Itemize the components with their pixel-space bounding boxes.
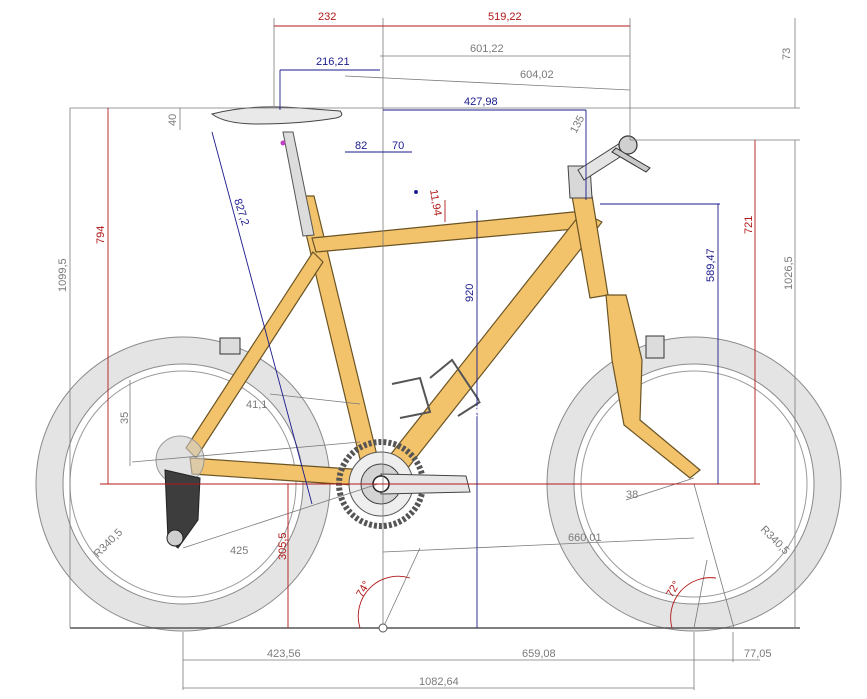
dim-659: 659,08 [522, 648, 556, 660]
bottle-cages [391, 358, 482, 419]
dim-216: 216,21 [316, 56, 350, 68]
dim-40: 40 [167, 114, 179, 126]
dim-38: 38 [626, 489, 638, 501]
dim-11: 11,94 [427, 188, 443, 216]
stem-handlebar [567, 135, 651, 199]
dimension-lines-gray [69, 18, 800, 690]
bb-ground-marker [378, 623, 388, 633]
dim-73: 73 [781, 48, 793, 60]
dim-305: 305,5 [277, 532, 289, 560]
dim-1099: 1099,5 [57, 258, 69, 292]
dim-589: 589,47 [705, 248, 717, 282]
fork [605, 294, 701, 479]
dim-70: 70 [392, 140, 404, 152]
dim-35: 35 [119, 412, 131, 424]
brakes [219, 335, 665, 359]
dim-232: 232 [318, 11, 336, 23]
dim-827: 827,2 [231, 197, 251, 227]
dim-604: 604,02 [520, 69, 554, 81]
dim-seat-angle: 74° [354, 579, 373, 599]
dim-427: 427,98 [464, 96, 498, 108]
rear-derailleur [155, 435, 205, 549]
dim-1026: 1026,5 [783, 256, 795, 290]
dim-794: 794 [95, 226, 107, 244]
top-tube [311, 210, 587, 253]
dimension-lines-red [100, 25, 760, 629]
dim-1082: 1082,64 [419, 676, 459, 688]
dim-920: 920 [464, 284, 476, 302]
dim-77: 77,05 [744, 648, 772, 660]
dim-41: 41,1 [246, 399, 267, 411]
dim-423: 423,56 [267, 648, 301, 660]
dim-135: 135 [568, 114, 587, 136]
dim-601: 601,22 [470, 43, 504, 55]
dim-425: 425 [230, 545, 248, 557]
seatpost-saddle [210, 106, 343, 237]
dim-82: 82 [355, 140, 367, 152]
dim-519: 519,22 [488, 11, 522, 23]
dimension-lines-blue [211, 69, 720, 628]
dim-721: 721 [743, 216, 755, 234]
dim-660: 660,01 [568, 532, 602, 544]
